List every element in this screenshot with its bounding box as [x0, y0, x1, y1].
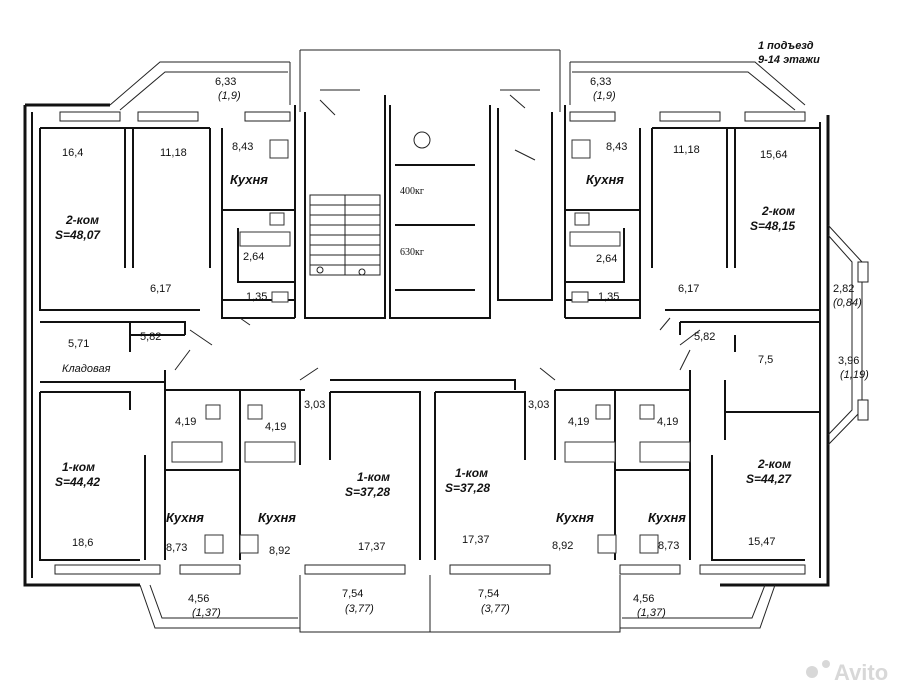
lift-large-label: 630кг: [400, 247, 424, 258]
avito-watermark: Avito: [806, 660, 888, 685]
windows: [54, 111, 806, 575]
bml-hall-area: 3,03: [304, 399, 325, 411]
tr-title: 2-ком: [761, 204, 795, 218]
balcony-labels: 6,33 (1,9) 6,33 (1,9) 4,56 (1,37) 7,54 (…: [188, 76, 869, 619]
apt-top-left: 16,4 11,18 8,43 Кухня 2-ком S=48,07 2,64…: [55, 141, 268, 303]
tl-kitchen-area: 8,43: [232, 141, 253, 153]
bml-total: S=37,28: [345, 485, 390, 499]
br-title: 2-ком: [757, 457, 791, 471]
right-closet-area: 5,82: [694, 331, 715, 343]
bl-title: 1-ком: [62, 460, 95, 474]
bl-total: S=44,42: [55, 475, 100, 489]
bmr-room-area: 17,37: [462, 534, 490, 546]
bmr-kitchen-label: Кухня: [556, 510, 594, 525]
doors: [174, 94, 701, 381]
br-room-area: 15,47: [748, 536, 776, 548]
walls-middle: [40, 321, 820, 413]
watermark-text: Avito: [834, 660, 888, 685]
bmr-bath-area: 4,19: [568, 416, 589, 428]
bmr-kitchen-area: 8,92: [552, 540, 573, 552]
apt-bottom-right: 2-ком S=44,27 15,47 Кухня 8,73 4,19: [648, 416, 792, 552]
storage-labels: 5,71 5,82 Кладовая 5,82 7,5: [62, 331, 773, 375]
bml-bath-area: 4,19: [265, 421, 286, 433]
bmr-hall-area: 3,03: [528, 399, 549, 411]
left-corridor-area: 5,71: [68, 338, 89, 350]
walls-bottom: [39, 390, 805, 561]
tr-wc-area: 1,35: [598, 291, 619, 303]
tr-hall-area: 6,17: [678, 283, 699, 295]
bml-title: 1-ком: [357, 470, 390, 484]
core-walls: [304, 89, 553, 319]
apt-top-right: 11,18 15,64 8,43 Кухня 2-ком S=48,15 2,6…: [586, 141, 795, 303]
balcony-top-right-sub: (1,9): [593, 90, 616, 102]
tr-room2-area: 11,18: [673, 144, 700, 156]
avito-logo-icon: [806, 666, 818, 678]
balcony-top-left-sub: (1,9): [218, 90, 241, 102]
br-bath-area: 4,19: [657, 416, 678, 428]
tl-kitchen-label: Кухня: [230, 172, 268, 187]
br-total: S=44,27: [746, 472, 792, 486]
apt-bottom-mid-right: 1-ком S=37,28 17,37 Кухня 8,92 4,19 3,03: [445, 399, 594, 552]
bl-bath-area: 4,19: [175, 416, 196, 428]
tl-total: S=48,07: [55, 228, 101, 242]
bl-kitchen-area: 8,73: [166, 542, 187, 554]
right-corridor-area: 7,5: [758, 354, 773, 366]
lift-labels: 400кг 630кг: [400, 186, 424, 258]
balcony-right-lower-sub: (1,19): [840, 369, 869, 381]
header-labels: 1 подъезд 9-14 этажи: [758, 40, 820, 66]
balcony-bottom-left-sub: (1,37): [192, 607, 221, 619]
walls-top-right: [564, 105, 820, 319]
balcony-right-lower-area: 3,96: [838, 355, 859, 367]
balcony-bottom-right-area: 4,56: [633, 593, 654, 605]
balcony-top-right-area: 6,33: [590, 76, 611, 88]
exterior-walls: [23, 103, 830, 587]
balcony-bottom-right-sub: (1,37): [637, 607, 666, 619]
tl-title: 2-ком: [65, 213, 99, 227]
balcony-right-upper-area: 2,82: [833, 283, 854, 295]
left-closet-area: 5,82: [140, 331, 161, 343]
balcony-bottom-mid-right-sub: (3,77): [481, 603, 510, 615]
tr-bath-area: 2,64: [596, 253, 617, 265]
tr-room1-area: 15,64: [760, 149, 788, 161]
plumbing-fixtures: [171, 139, 691, 554]
bl-kitchen-label: Кухня: [166, 510, 204, 525]
tl-room1-area: 16,4: [62, 147, 83, 159]
tl-bath-area: 2,64: [243, 251, 264, 263]
balcony-bottom-left-area: 4,56: [188, 593, 209, 605]
bml-room-area: 17,37: [358, 541, 386, 553]
bmr-title: 1-ком: [455, 466, 488, 480]
bml-kitchen-label: Кухня: [258, 510, 296, 525]
storage-label: Кладовая: [62, 363, 111, 375]
balcony-bottom-mid-right-area: 7,54: [478, 588, 499, 600]
balcony-right-upper-sub: (0,84): [833, 297, 862, 309]
tr-kitchen-label: Кухня: [586, 172, 624, 187]
bmr-total: S=37,28: [445, 481, 490, 495]
balcony-bottom-mid-left-area: 7,54: [342, 588, 363, 600]
tl-room2-area: 11,18: [160, 147, 187, 159]
bl-room-area: 18,6: [72, 537, 93, 549]
balcony-outlines: [109, 49, 869, 633]
bml-kitchen-area: 8,92: [269, 545, 290, 557]
entrance-label: 1 подъезд: [758, 40, 814, 52]
br-kitchen-label: Кухня: [648, 510, 686, 525]
lift-small-label: 400кг: [400, 186, 424, 197]
walls-top-left: [39, 105, 296, 319]
tr-total: S=48,15: [750, 219, 795, 233]
br-kitchen-area: 8,73: [658, 540, 679, 552]
balcony-bottom-mid-left-sub: (3,77): [345, 603, 374, 615]
tr-kitchen-area: 8,43: [606, 141, 627, 153]
tl-wc-area: 1,35: [246, 291, 267, 303]
floors-label: 9-14 этажи: [758, 54, 820, 66]
balcony-top-left-area: 6,33: [215, 76, 236, 88]
apt-bottom-left: 1-ком S=44,42 18,6 Кухня 8,73 4,19: [55, 416, 204, 554]
apt-bottom-mid-left: 1-ком S=37,28 17,37 Кухня 8,92 4,19 3,03: [258, 399, 390, 557]
tl-hall-area: 6,17: [150, 283, 171, 295]
